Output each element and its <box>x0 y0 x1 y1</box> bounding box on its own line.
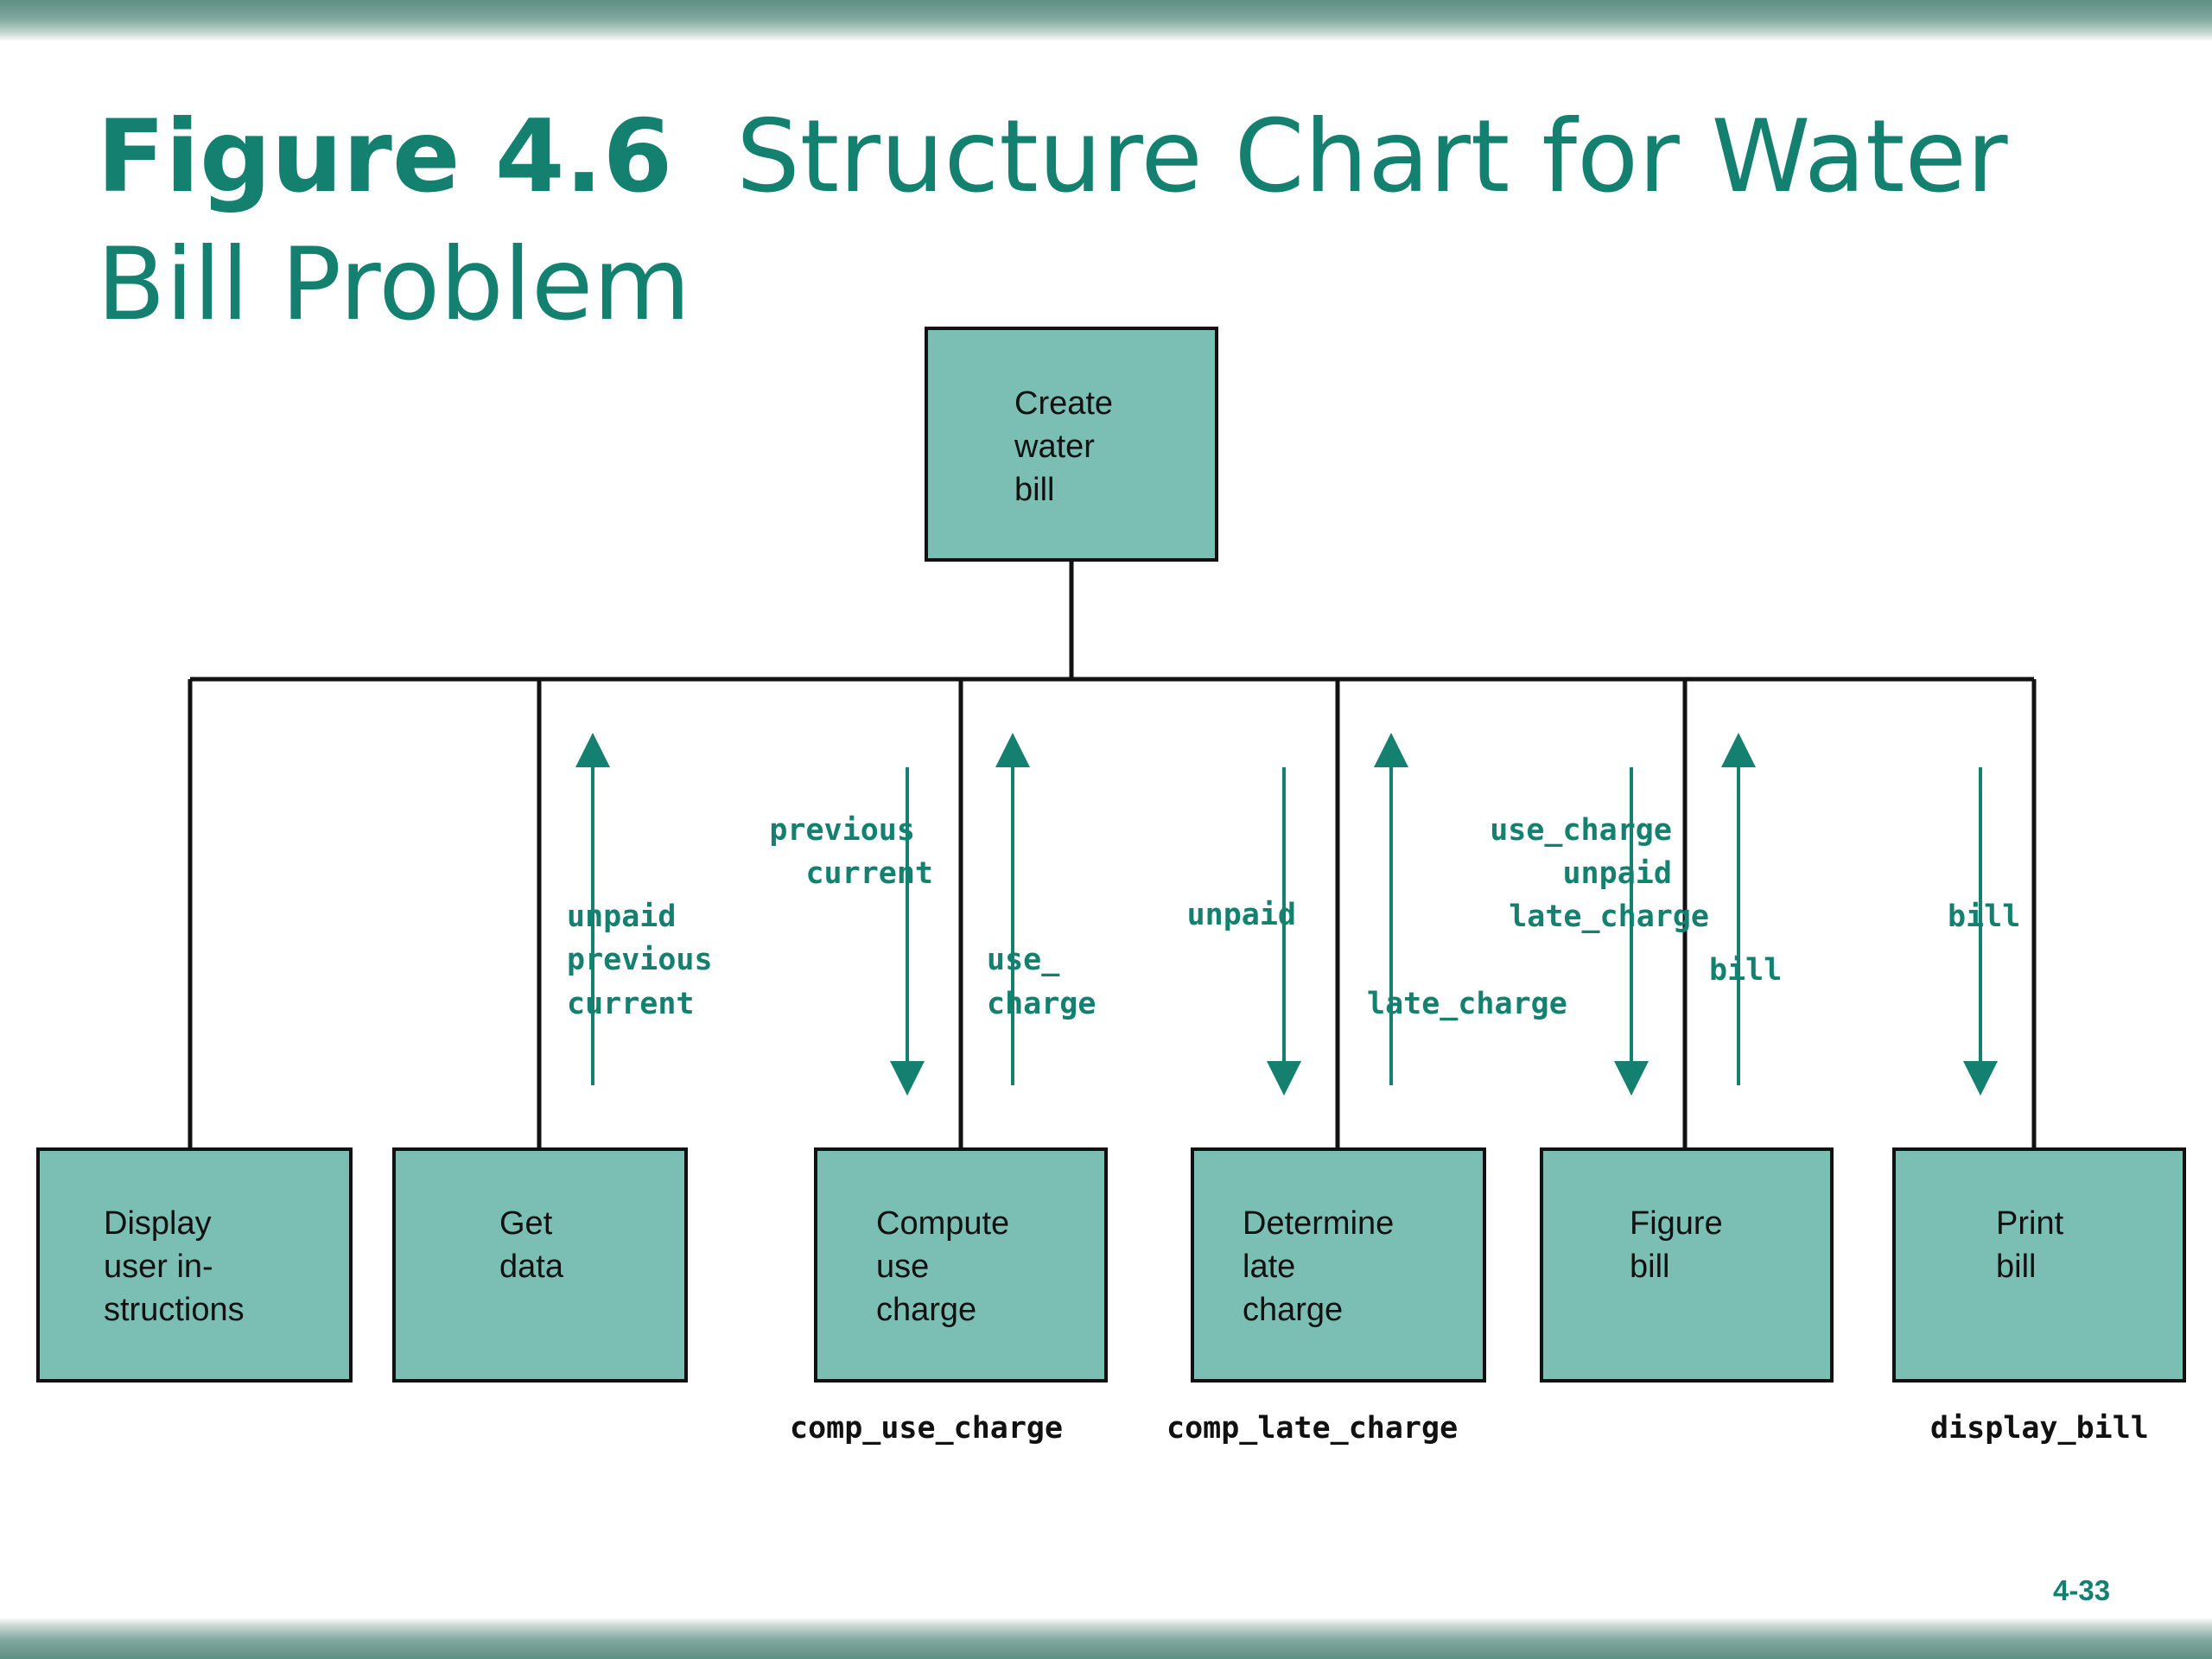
module-label-line: Print <box>1996 1205 2064 1242</box>
module-label-line: use <box>876 1249 929 1285</box>
flow-label-line: current <box>567 987 695 1021</box>
flow-label-line: previous <box>567 943 713 977</box>
module-label-line: Compute <box>876 1205 1009 1242</box>
flow-label-line: use_charge <box>1490 813 1672 848</box>
module-label-line: Display <box>104 1205 212 1242</box>
flow-label-line: previous <box>769 813 915 848</box>
module-box-display-instructions <box>36 1147 353 1382</box>
page-number: 4-33 <box>2053 1574 2111 1606</box>
module-box-create-water-bill <box>925 327 1218 562</box>
module-label-line: Create <box>1014 385 1113 422</box>
flow-label-compute-down: previous current <box>769 813 933 891</box>
module-box-get-data <box>392 1147 688 1382</box>
module-box-print-bill <box>1892 1147 2186 1382</box>
module-label-get-data: Get data <box>499 1205 564 1285</box>
flow-label-line: unpaid <box>1187 898 1296 932</box>
module-label-line: charge <box>1243 1292 1343 1328</box>
module-label-figure-bill: Figure bill <box>1630 1205 1732 1285</box>
flow-label-line: bill <box>1709 953 1782 988</box>
flow-label-line: charge <box>987 987 1096 1021</box>
flow-label-get-data-up: unpaid previous current <box>567 899 731 1021</box>
flow-label-line: use_ <box>987 943 1060 977</box>
module-label-print-bill: Print bill <box>1996 1205 2073 1285</box>
flow-label-determine-down: unpaid <box>1187 898 1296 932</box>
module-label-determine-late-charge: Determine late charge <box>1243 1205 1403 1328</box>
function-name-compute: comp_use_charge <box>790 1411 1063 1446</box>
flow-label-line: late_charge <box>1509 899 1709 934</box>
top-decorative-band <box>0 0 2212 41</box>
module-label-line: Get <box>499 1205 553 1242</box>
flow-label-line: unpaid <box>567 899 676 934</box>
function-name-determine: comp_late_charge <box>1166 1411 1458 1446</box>
flow-label-figure-up: bill <box>1709 953 1782 988</box>
data-flow-arrows <box>575 733 1998 1096</box>
module-label-line: Figure <box>1630 1205 1723 1242</box>
flow-label-line: current <box>805 856 933 891</box>
module-label-line: data <box>499 1249 564 1285</box>
flow-label-line: late_charge <box>1367 987 1567 1021</box>
module-label-line: bill <box>1630 1249 1669 1285</box>
module-label-create-water-bill: Create water bill <box>1014 385 1122 508</box>
module-label-line: user in- <box>104 1249 213 1285</box>
slide-title: Figure 4.6 Structure Chart for Water Bil… <box>97 93 2136 349</box>
bottom-decorative-band <box>0 1618 2212 1659</box>
module-box-figure-bill <box>1540 1147 1834 1382</box>
flow-label-determine-up: late_charge <box>1367 987 1567 1021</box>
flow-label-line: bill <box>1948 899 2020 934</box>
function-name-print: display_bill <box>1930 1411 2149 1446</box>
flow-label-print-down: bill <box>1948 899 2020 934</box>
connector-lines <box>188 560 2037 1149</box>
module-label-display-instructions: Display user in- structions <box>104 1205 245 1328</box>
module-label-line: water <box>1014 429 1095 465</box>
module-box-compute-use-charge <box>814 1147 1108 1382</box>
title-figure-number: Figure 4.6 <box>97 99 673 215</box>
module-box-determine-late-charge <box>1191 1147 1486 1382</box>
module-label-compute-use-charge: Compute use charge <box>876 1205 1019 1328</box>
module-label-line: structions <box>104 1292 245 1328</box>
module-label-line: Determine <box>1243 1205 1394 1242</box>
module-label-line: bill <box>1996 1249 2036 1285</box>
module-boxes <box>36 327 2186 1382</box>
flow-label-line: unpaid <box>1562 856 1671 891</box>
module-label-line: late <box>1243 1249 1295 1285</box>
title-text: Structure Chart for Water Bill Problem <box>97 99 2008 343</box>
flow-label-figure-down: use_charge unpaid late_charge <box>1490 813 1709 934</box>
module-label-line: charge <box>876 1292 976 1328</box>
module-label-line: bill <box>1014 472 1054 508</box>
flow-label-compute-up: use_ charge <box>987 943 1096 1021</box>
